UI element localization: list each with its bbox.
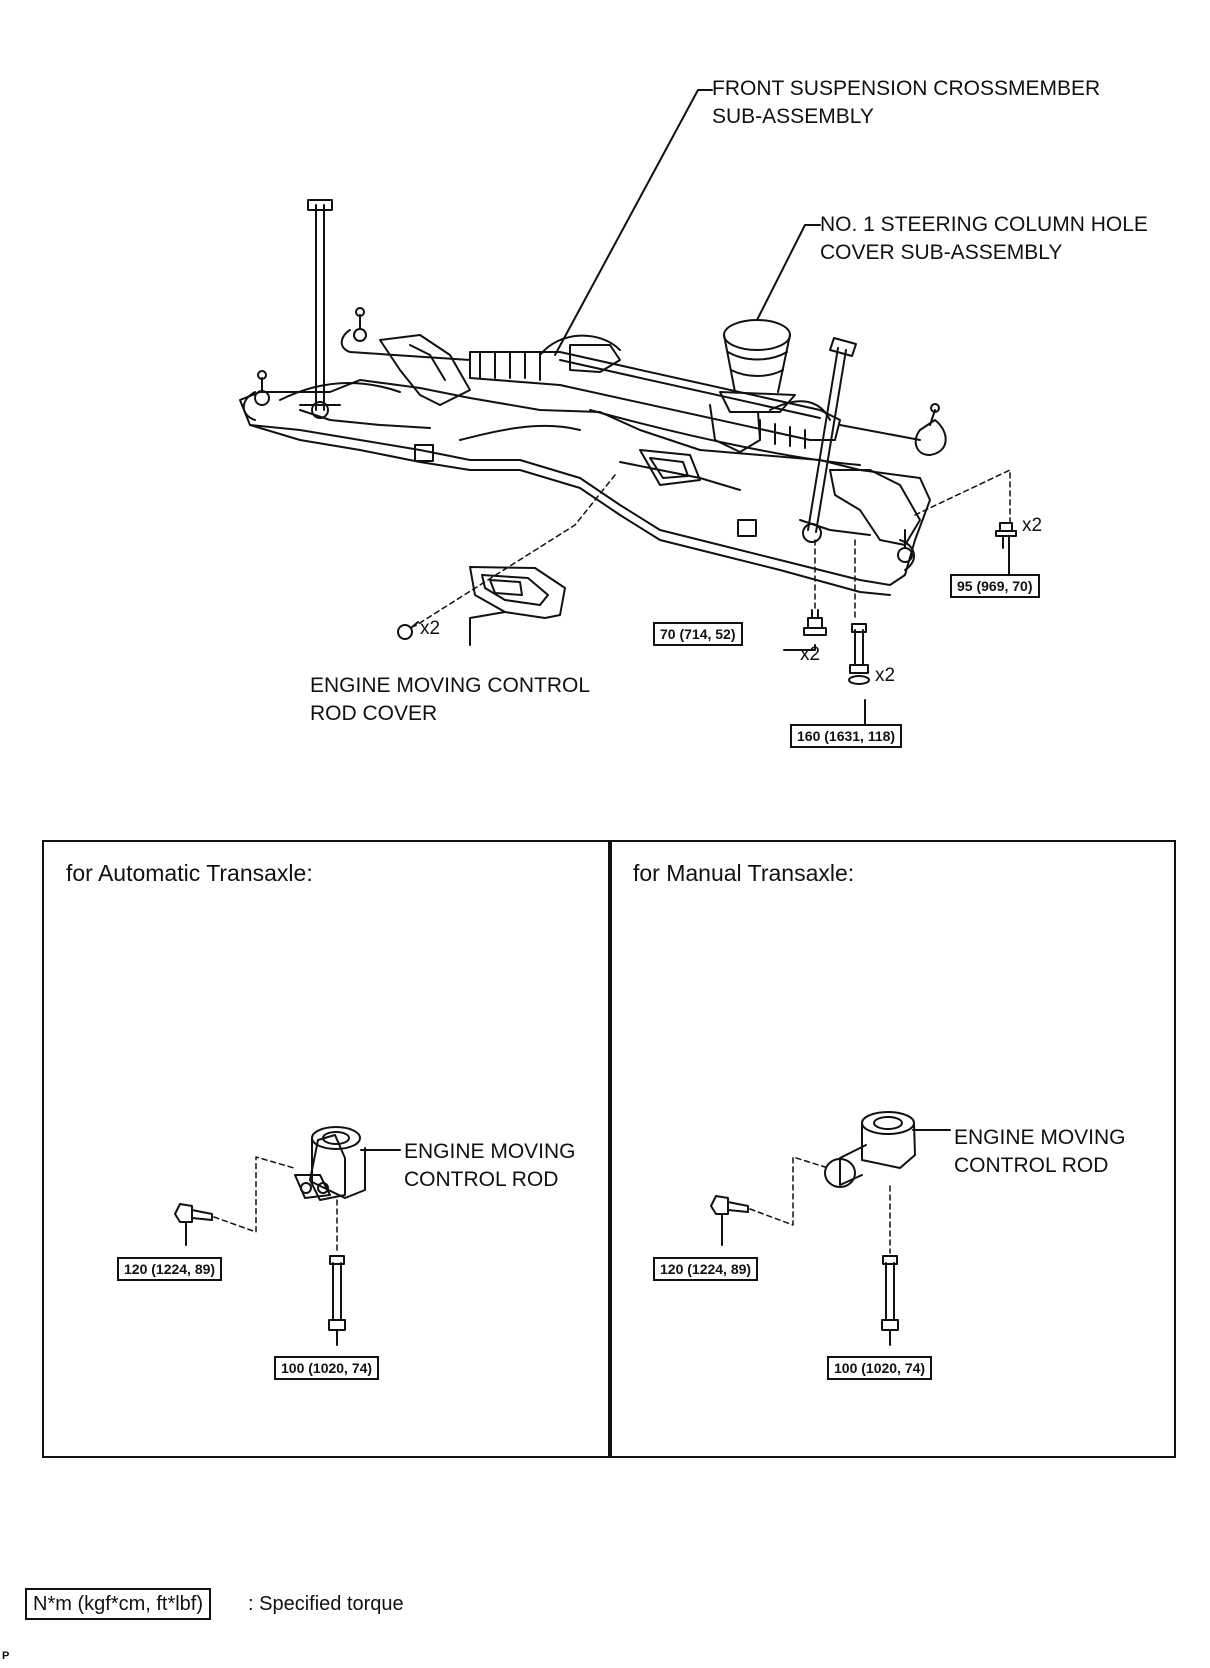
auto-control-rod — [294, 1126, 401, 1201]
rod-cover-label: ENGINE MOVING CONTROL ROD COVER — [310, 674, 591, 725]
panel-manual-title: for Manual Transaxle: — [633, 860, 855, 886]
bolt-70 — [803, 609, 827, 636]
panel-automatic-title: for Automatic Transaxle: — [66, 860, 313, 886]
auto-bolt-side — [174, 1203, 213, 1246]
bolt-95 — [995, 522, 1017, 549]
hole-cover-label: NO. 1 STEERING COLUMN HOLE COVER SUB-ASS… — [820, 213, 1148, 264]
auto-torque-bottom: 100 (1020, 74) — [274, 1356, 380, 1380]
torque-160: 160 (1631, 118) — [790, 724, 903, 748]
dashed-lines — [414, 469, 1011, 627]
manual-control-rod — [824, 1111, 951, 1188]
qty-clip: x2 — [420, 618, 441, 639]
rod-cover-part — [469, 566, 566, 619]
bolt-160 — [848, 623, 870, 685]
manual-bolt-side — [710, 1195, 749, 1246]
panel-manual — [608, 840, 1176, 1458]
manual-torque-side: 120 (1224, 89) — [653, 1257, 759, 1281]
torque-95: 95 (969, 70) — [950, 574, 1040, 598]
leader-lines — [469, 89, 1010, 726]
auto-dashed — [213, 1156, 338, 1254]
manual-torque-bottom: 100 (1020, 74) — [827, 1356, 933, 1380]
manual-part-label: ENGINE MOVING CONTROL ROD — [954, 1126, 1126, 1177]
hole-cover-boot — [709, 319, 796, 453]
panel-automatic — [42, 840, 612, 1458]
manual-dashed — [749, 1156, 891, 1254]
qty-bolt-70: x2 — [800, 644, 821, 665]
auto-bolt-bottom — [328, 1255, 346, 1346]
stabilizer-link-right — [802, 337, 915, 571]
legend-unit-box: N*m (kgf*cm, ft*lbf) — [25, 1588, 212, 1620]
manual-bolt-bottom — [881, 1255, 899, 1346]
steering-rack — [279, 307, 947, 466]
stabilizer-link-left — [242, 199, 341, 421]
clip-part — [397, 621, 419, 640]
qty-bolt-95: x2 — [1022, 515, 1043, 536]
qty-bolt-160: x2 — [875, 665, 896, 686]
crossmember-label: FRONT SUSPENSION CROSSMEMBER SUB-ASSEMBL… — [712, 77, 1101, 128]
auto-part-label: ENGINE MOVING CONTROL ROD — [404, 1140, 576, 1191]
corner-mark: P — [2, 1650, 10, 1662]
torque-70: 70 (714, 52) — [653, 622, 743, 646]
legend-description: : Specified torque — [248, 1593, 404, 1615]
auto-torque-side: 120 (1224, 89) — [117, 1257, 223, 1281]
